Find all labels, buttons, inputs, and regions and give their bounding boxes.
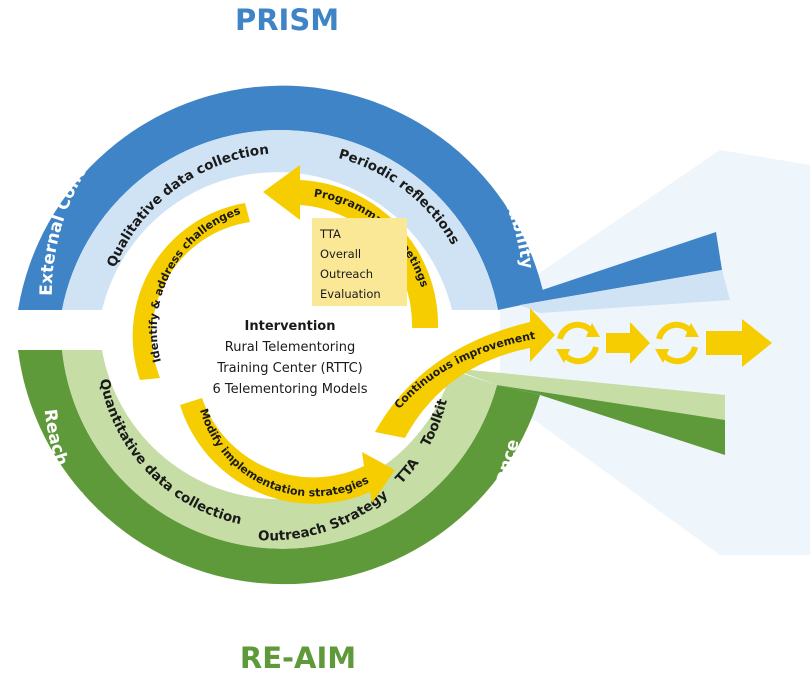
cycle-icon	[655, 321, 699, 365]
prism-funnel-light	[520, 270, 730, 313]
intervention-line: Rural Telementoring	[225, 340, 355, 355]
cycle-icon	[556, 321, 600, 365]
reaim-funnel-dark	[497, 385, 725, 455]
label-modify-strategies: Modify implementation strategies	[197, 407, 371, 500]
prism-title: PRISM	[235, 3, 339, 37]
meeting-item: Overall	[320, 247, 361, 261]
arrow-identify	[132, 203, 250, 380]
meeting-item: TTA	[319, 227, 341, 241]
prism-inner-ring	[62, 129, 498, 310]
prism-funnel-dark	[497, 232, 722, 305]
right-arrow-icon	[606, 322, 650, 364]
prism-funnel-fade	[500, 150, 810, 555]
svg-text:Implementation: Implementation	[231, 43, 389, 83]
arrow-modify	[180, 398, 395, 504]
reaim-inner-ring	[62, 350, 497, 549]
reaim-funnel-light	[450, 368, 725, 420]
meeting-item: Outreach	[320, 267, 373, 281]
svg-text:Modify implementation strategi: Modify implementation strategies	[197, 407, 371, 500]
prism-outer-ring	[18, 85, 545, 311]
label-adoption: Adoption	[190, 594, 277, 631]
intervention-heading: Intervention	[245, 319, 336, 334]
reaim-outer-ring	[18, 350, 540, 585]
svg-text:Adoption: Adoption	[190, 594, 277, 631]
intervention-line: 6 Telementoring Models	[212, 382, 367, 397]
meetings-box	[312, 218, 407, 306]
meeting-item: Evaluation	[320, 287, 381, 301]
arrow-continuous	[375, 308, 555, 438]
reaim-title: RE-AIM	[240, 641, 356, 675]
label-implementation-prism: Implementation	[231, 43, 389, 83]
intervention-line: Training Center (RTTC)	[216, 361, 363, 376]
right-arrow-icon	[706, 319, 772, 367]
